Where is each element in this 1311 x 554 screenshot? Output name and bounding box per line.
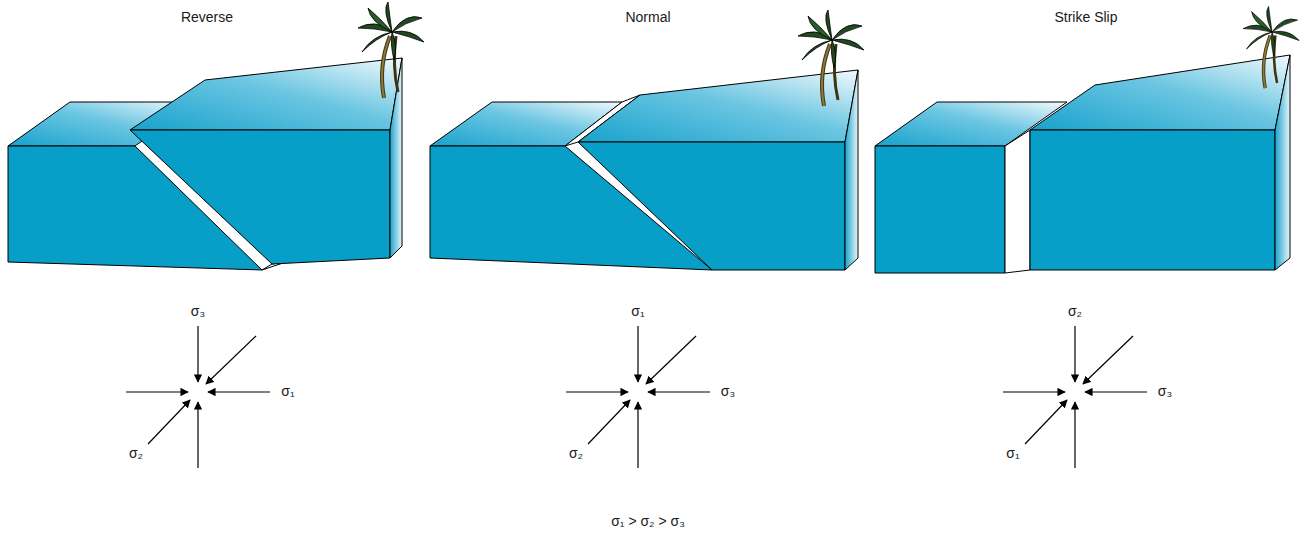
hangingwall-top bbox=[578, 70, 858, 142]
palm-tree bbox=[798, 10, 864, 106]
stress-label: σ₃ bbox=[721, 384, 735, 399]
strike-slip-block bbox=[875, 55, 1290, 273]
hangingwall-front bbox=[130, 130, 390, 264]
stress-label: σ₁ bbox=[281, 384, 294, 399]
normal-fault-block bbox=[430, 70, 858, 270]
stress-label: σ₃ bbox=[1158, 384, 1172, 399]
stress-label: σ₁ bbox=[631, 304, 644, 319]
palm-tree bbox=[358, 2, 424, 98]
stress-arrows bbox=[1003, 326, 1147, 468]
right-block-top bbox=[1030, 55, 1290, 130]
stress-label: σ₃ bbox=[191, 304, 205, 319]
stress-label: σ₁ bbox=[1006, 446, 1019, 461]
hangingwall-front bbox=[578, 142, 845, 270]
right-block-side bbox=[1275, 55, 1290, 270]
stress-arrows bbox=[126, 326, 270, 468]
stress-label: σ₂ bbox=[129, 446, 143, 461]
stress-arrows bbox=[566, 326, 710, 468]
fault-gap bbox=[1005, 130, 1030, 273]
palm-tree bbox=[1243, 6, 1299, 88]
panel-title: Strike Slip bbox=[1054, 10, 1117, 25]
stress-label: σ₂ bbox=[1068, 304, 1082, 319]
hangingwall-top bbox=[130, 58, 402, 130]
reverse-fault-block bbox=[8, 58, 402, 270]
panel-title: Normal bbox=[625, 10, 670, 25]
panel-title: Reverse bbox=[181, 10, 233, 25]
stress-label: σ₂ bbox=[569, 446, 583, 461]
hangingwall-side bbox=[845, 70, 858, 270]
right-block-front bbox=[1030, 130, 1275, 270]
stress-order: σ₁ > σ₂ > σ₃ bbox=[611, 514, 685, 529]
left-block-front bbox=[875, 146, 1005, 273]
